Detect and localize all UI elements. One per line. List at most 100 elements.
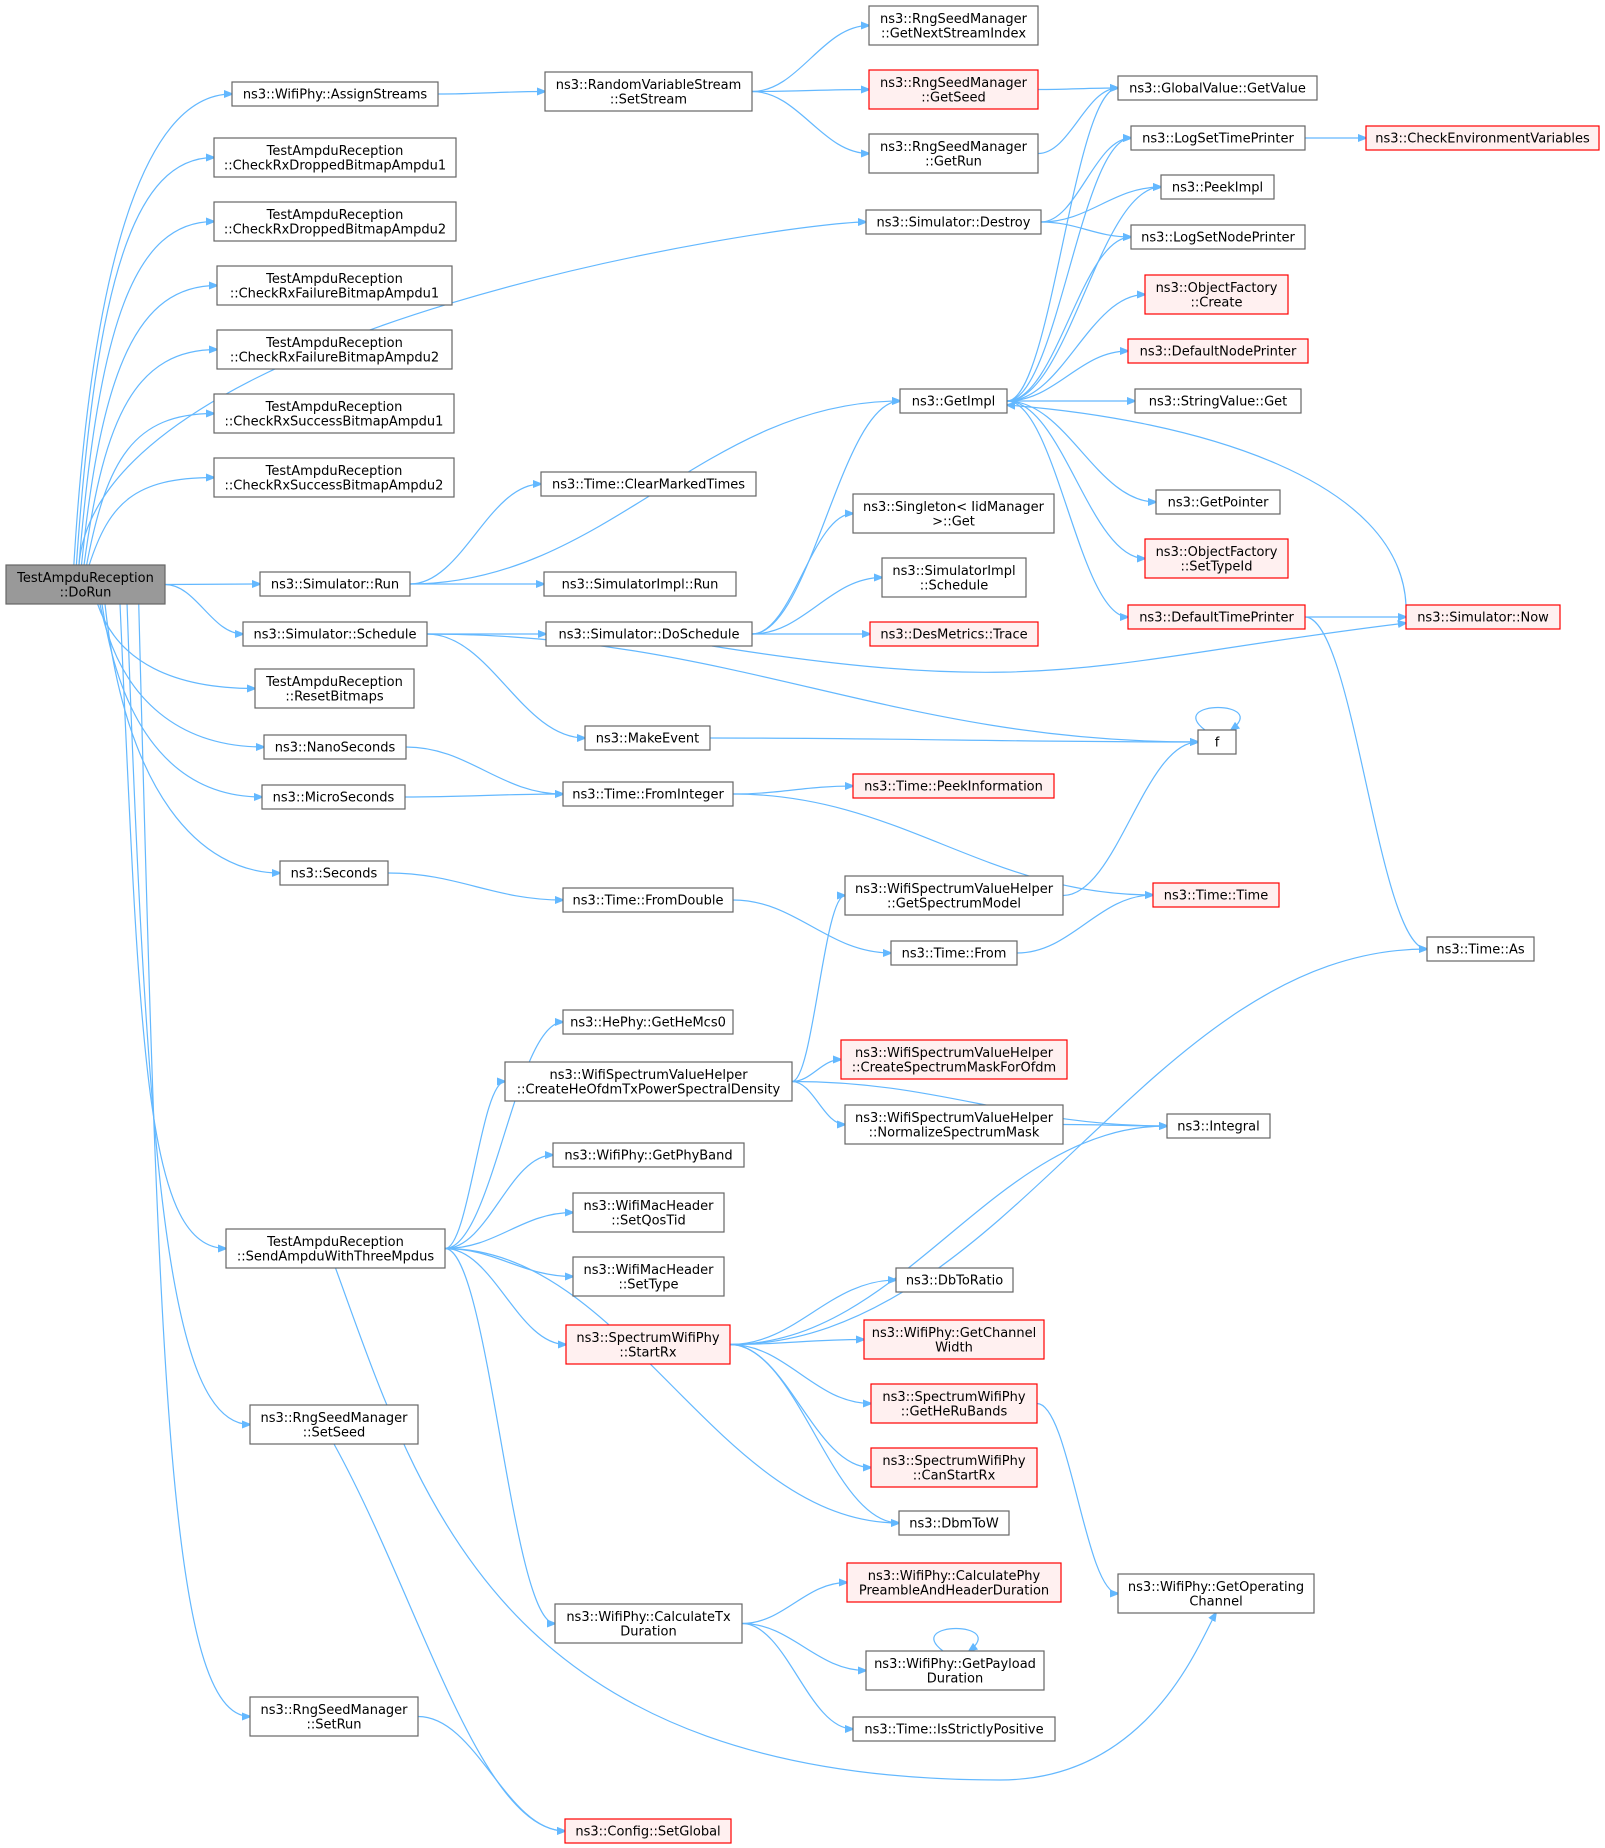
node-box (1144, 274, 1289, 315)
node-label: ::GetSpectrumModel (887, 896, 1021, 911)
node-rngGetSeed[interactable]: ns3::RngSeedManager::GetSeed (868, 69, 1039, 110)
node-chkRxSucc1[interactable]: TestAmpduReception::CheckRxSuccessBitmap… (213, 393, 455, 434)
edge-rvsSetStream-to-rngGetNextStream (751, 26, 869, 93)
node-simRun[interactable]: ns3::Simulator::Run (259, 571, 411, 597)
node-label: ::CheckRxFailureBitmapAmpdu1 (230, 286, 439, 301)
node-desMetricsTrace[interactable]: ns3::DesMetrics::Trace (869, 621, 1039, 647)
node-simImplRun[interactable]: ns3::SimulatorImpl::Run (543, 571, 737, 597)
node-box (1152, 882, 1280, 908)
node-heGetHeMcs0[interactable]: ns3::HePhy::GetHeMcs0 (562, 1009, 734, 1035)
node-globalGetValue[interactable]: ns3::GlobalValue::GetValue (1117, 75, 1318, 101)
node-canStartRx[interactable]: ns3::SpectrumWifiPhy::CanStartRx (870, 1447, 1038, 1488)
edge-root-to-chkRxFail2 (83, 350, 217, 566)
node-logSetTimePrinter[interactable]: ns3::LogSetTimePrinter (1130, 125, 1306, 151)
node-chkRxDrop1[interactable]: TestAmpduReception::CheckRxDroppedBitmap… (213, 137, 457, 178)
node-box (1130, 125, 1306, 151)
node-label: ::CheckRxDroppedBitmapAmpdu1 (224, 158, 446, 173)
node-rngSetSeed[interactable]: ns3::RngSeedManager::SetSeed (249, 1404, 419, 1445)
node-label: ::GetSeed (921, 90, 985, 105)
node-simImplSchedule[interactable]: ns3::SimulatorImpl::Schedule (881, 557, 1027, 598)
node-dbToRatio[interactable]: ns3::DbToRatio (895, 1267, 1014, 1293)
node-getPointer[interactable]: ns3::GetPointer (1155, 489, 1281, 515)
node-box (881, 557, 1027, 598)
node-simDoSchedule[interactable]: ns3::Simulator::DoSchedule (545, 621, 753, 647)
node-timeClearMarked[interactable]: ns3::Time::ClearMarkedTimes (540, 471, 757, 497)
node-defaultTimePrinter[interactable]: ns3::DefaultTimePrinter (1127, 604, 1306, 630)
node-chkRxFail1[interactable]: TestAmpduReception::CheckRxFailureBitmap… (216, 265, 453, 306)
node-label: ns3::WifiPhy::GetPhyBand (564, 1149, 732, 1164)
node-root[interactable]: TestAmpduReception::DoRun (5, 564, 166, 605)
node-checkEnvVars[interactable]: ns3::CheckEnvironmentVariables (1365, 125, 1600, 151)
node-setType[interactable]: ns3::WifiMacHeader::SetType (572, 1256, 725, 1297)
node-label: ns3::DbmToW (909, 1517, 999, 1532)
node-setQosTid[interactable]: ns3::WifiMacHeader::SetQosTid (572, 1192, 725, 1233)
node-label: ns3::GetImpl (912, 395, 996, 410)
node-rngGetRun[interactable]: ns3::RngSeedManager::GetRun (868, 133, 1039, 174)
node-simSchedule[interactable]: ns3::Simulator::Schedule (242, 621, 428, 647)
node-label: ns3::RandomVariableStream (556, 78, 742, 93)
node-rngSetRun[interactable]: ns3::RngSeedManager::SetRun (249, 1696, 419, 1737)
node-timeTime[interactable]: ns3::Time::Time (1152, 882, 1280, 908)
node-label: ::Create (1191, 295, 1243, 310)
node-label: TestAmpduReception (265, 272, 403, 287)
node-simDestroy[interactable]: ns3::Simulator::Destroy (865, 209, 1042, 235)
node-seconds[interactable]: ns3::Seconds (279, 860, 389, 886)
node-assignStreams[interactable]: ns3::WifiPhy::AssignStreams (231, 81, 439, 107)
node-peekImpl[interactable]: ns3::PeekImpl (1160, 174, 1275, 200)
node-box (1127, 338, 1309, 364)
node-timeFromInteger[interactable]: ns3::Time::FromInteger (562, 781, 734, 807)
node-getSpectrumModel[interactable]: ns3::WifiSpectrumValueHelper::GetSpectru… (844, 875, 1064, 916)
node-makeEvent[interactable]: ns3::MakeEvent (584, 725, 711, 751)
node-label: ::SetSeed (303, 1425, 366, 1440)
node-configSetGlobal[interactable]: ns3::Config::SetGlobal (564, 1818, 732, 1844)
edge-makeEvent-to-f (709, 737, 1198, 742)
node-timeFromDouble[interactable]: ns3::Time::FromDouble (562, 887, 734, 913)
node-objFactoryCreate[interactable]: ns3::ObjectFactory::Create (1144, 274, 1289, 315)
node-timeAs[interactable]: ns3::Time::As (1426, 936, 1535, 962)
node-label: ns3::Time::PeekInformation (864, 780, 1043, 795)
node-rngGetNextStream[interactable]: ns3::RngSeedManager::GetNextStreamIndex (868, 5, 1039, 46)
node-startRx[interactable]: ns3::SpectrumWifiPhy::StartRx (565, 1324, 731, 1365)
node-box (5, 564, 166, 605)
edge-simDestroy-to-peekImpl (1040, 187, 1161, 223)
node-simNow[interactable]: ns3::Simulator::Now (1405, 604, 1561, 630)
node-box (846, 1562, 1062, 1603)
node-sendAmpdu[interactable]: TestAmpduReception::SendAmpduWithThreeMp… (225, 1228, 446, 1269)
node-getPhyBand[interactable]: ns3::WifiPhy::GetPhyBand (552, 1142, 745, 1168)
node-timePeekInfo[interactable]: ns3::Time::PeekInformation (852, 773, 1055, 799)
node-chkRxFail2[interactable]: TestAmpduReception::CheckRxFailureBitmap… (216, 329, 453, 370)
node-normalizeMask[interactable]: ns3::WifiSpectrumValueHelper::NormalizeS… (844, 1104, 1064, 1145)
node-label: ::CreateSpectrumMaskForOfdm (852, 1060, 1056, 1075)
node-microSeconds[interactable]: ns3::MicroSeconds (261, 784, 406, 810)
node-getHeRuBands[interactable]: ns3::SpectrumWifiPhy::GetHeRuBands (870, 1383, 1038, 1424)
node-resetBitmaps[interactable]: TestAmpduReception::ResetBitmaps (254, 668, 415, 709)
node-objFactorySetTypeId[interactable]: ns3::ObjectFactory::SetTypeId (1144, 538, 1289, 579)
node-box (1197, 729, 1237, 755)
node-dbmToW[interactable]: ns3::DbmToW (898, 1510, 1010, 1536)
node-createMaskOfdm[interactable]: ns3::WifiSpectrumValueHelper::CreateSpec… (840, 1039, 1068, 1080)
node-calcPreamble[interactable]: ns3::WifiPhy::CalculatePhyPreambleAndHea… (846, 1562, 1062, 1603)
node-f[interactable]: f (1197, 729, 1237, 755)
node-createHeOfdm[interactable]: ns3::WifiSpectrumValueHelper::CreateHeOf… (504, 1061, 793, 1102)
edge-createHeOfdm-to-getSpectrumModel (791, 896, 845, 1083)
node-logSetNodePrinter[interactable]: ns3::LogSetNodePrinter (1130, 224, 1306, 250)
node-rvsSetStream[interactable]: ns3::RandomVariableStream::SetStream (544, 71, 753, 112)
node-label: ::SetStream (610, 92, 687, 107)
node-label: ns3::RngSeedManager (260, 1411, 408, 1426)
node-timeFrom[interactable]: ns3::Time::From (890, 940, 1018, 966)
node-chkRxSucc2[interactable]: TestAmpduReception::CheckRxSuccessBitmap… (213, 457, 455, 498)
edge-startRx-to-getHeRuBands (729, 1343, 871, 1404)
node-getImpl[interactable]: ns3::GetImpl (899, 388, 1008, 414)
node-singletonGet[interactable]: ns3::Singleton< IidManager>::Get (852, 493, 1055, 534)
edge-sendAmpdu-to-getPhyBand (444, 1155, 553, 1250)
node-isStrictlyPos[interactable]: ns3::Time::IsStrictlyPositive (852, 1716, 1056, 1742)
node-integral[interactable]: ns3::Integral (1166, 1113, 1271, 1139)
node-defaultNodePrinter[interactable]: ns3::DefaultNodePrinter (1127, 338, 1309, 364)
node-chkRxDrop2[interactable]: TestAmpduReception::CheckRxDroppedBitmap… (213, 201, 457, 242)
node-nanoSeconds[interactable]: ns3::NanoSeconds (263, 734, 407, 760)
node-stringValueGet[interactable]: ns3::StringValue::Get (1134, 388, 1302, 414)
